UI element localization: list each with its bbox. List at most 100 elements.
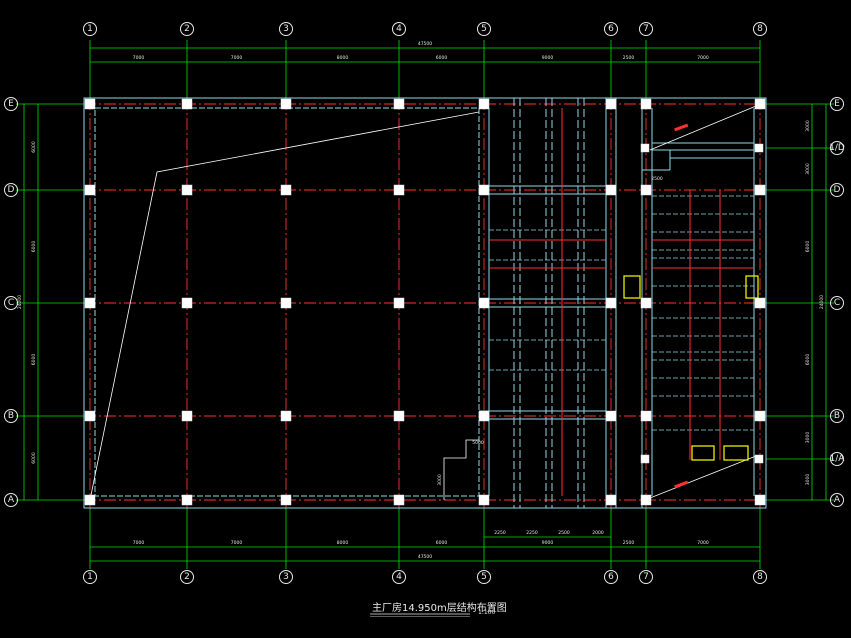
dim-top-seg-1: 7000 bbox=[231, 55, 243, 61]
dim-bottom-seg-1: 7000 bbox=[231, 540, 243, 546]
extension-lines bbox=[16, 40, 834, 569]
axis-bubble-left-B: B bbox=[4, 409, 18, 423]
axis-bubble-right-B: B bbox=[830, 409, 844, 423]
axis-bubble-bottom-6: 6 bbox=[604, 570, 618, 584]
column-2B bbox=[181, 410, 193, 422]
column-1E bbox=[84, 98, 96, 110]
column-6B bbox=[605, 410, 617, 422]
axis-bubble-left-A: A bbox=[4, 493, 18, 507]
dim-right-seg-5: 3000 bbox=[805, 474, 811, 486]
column-6E bbox=[605, 98, 617, 110]
axis-bubble-right-E: E bbox=[830, 97, 844, 111]
dim-interior-1: 3000 bbox=[437, 474, 443, 486]
axis-bubble-bottom-4-circle bbox=[392, 570, 406, 584]
axis-bubble-left-E-circle bbox=[4, 97, 18, 111]
column-4E bbox=[393, 98, 405, 110]
axis-bubble-left-E-label: E bbox=[8, 99, 14, 109]
dim-right-seg-4: 3000 bbox=[805, 432, 811, 444]
axis-bubble-top-3: 3 bbox=[279, 22, 293, 36]
axis-bubble-top-4-label: 4 bbox=[396, 24, 402, 34]
column-7A bbox=[640, 494, 652, 506]
axis-bubble-top-4: 4 bbox=[392, 22, 406, 36]
dim-left-seg-3: 6000 bbox=[31, 452, 37, 464]
axis-bubble-bottom-3-label: 3 bbox=[283, 572, 289, 582]
highlighted-openings bbox=[623, 275, 759, 461]
axis-bubble-left-C-label: C bbox=[8, 298, 14, 308]
axis-bubble-bottom-1-label: 1 bbox=[87, 572, 93, 582]
column-2D bbox=[181, 184, 193, 196]
axis-bubble-right-D-circle bbox=[830, 183, 844, 197]
axis-bubble-top-7-label: 7 bbox=[643, 24, 649, 34]
axis-bubble-top-1-circle bbox=[83, 22, 97, 36]
axis-bubble-right-E-label: E bbox=[834, 99, 840, 109]
column-1C bbox=[84, 297, 96, 309]
column-6A bbox=[605, 494, 617, 506]
axis-bubble-right-E-circle bbox=[830, 97, 844, 111]
axis-bubble-top-3-circle bbox=[279, 22, 293, 36]
axis-bubble-bottom-2-label: 2 bbox=[184, 572, 190, 582]
axis-bubble-bottom-2: 2 bbox=[180, 570, 194, 584]
column-8B bbox=[754, 410, 766, 422]
axis-bubble-bottom-4-label: 4 bbox=[396, 572, 402, 582]
column-7D bbox=[640, 184, 652, 196]
axis-bubble-right-C: C bbox=[830, 296, 844, 310]
axis-bubble-right-D-label: D bbox=[834, 185, 841, 195]
dimension-lines bbox=[23, 47, 827, 562]
column-5C bbox=[478, 297, 490, 309]
column-5A bbox=[478, 494, 490, 506]
axis-bubble-bottom-5-label: 5 bbox=[481, 572, 487, 582]
axis-bubble-right-1-D: 1/D bbox=[829, 141, 845, 155]
secondary-beams bbox=[489, 108, 754, 496]
column-8D bbox=[754, 184, 766, 196]
dim-right-seg-2: 6000 bbox=[805, 241, 811, 253]
dim-bottom-seg-5: 2500 bbox=[623, 540, 635, 546]
axis-bubble-right-C-circle bbox=[830, 296, 844, 310]
dim-top-seg-4: 9000 bbox=[542, 55, 554, 61]
axis-bubble-top-1-label: 1 bbox=[87, 24, 93, 34]
column-5E bbox=[478, 98, 490, 110]
dim-bottom-seg-2: 8000 bbox=[337, 540, 349, 546]
column-3A bbox=[280, 494, 292, 506]
dim-right-seg-3: 6000 bbox=[805, 354, 811, 366]
column-7E bbox=[640, 98, 652, 110]
column-3B bbox=[280, 410, 292, 422]
dim-top-seg-0: 7000 bbox=[133, 55, 145, 61]
dim-bottom-overall: 47500 bbox=[418, 554, 432, 560]
diagonal-lines bbox=[89, 105, 757, 501]
axis-bubble-right-C-label: C bbox=[834, 298, 840, 308]
axis-bubble-bottom-1: 1 bbox=[83, 570, 97, 584]
dimension-texts: 47500 7000 7000 8000 6000 9000 2500 7000 47500 70… bbox=[17, 41, 825, 560]
axis-bubble-top-2-label: 2 bbox=[184, 24, 190, 34]
dim-bottom-sub-3: 2000 bbox=[592, 530, 604, 536]
column-2E bbox=[181, 98, 193, 110]
axis-bubble-left-C: C bbox=[4, 296, 18, 310]
axis-bubble-top-5-label: 5 bbox=[481, 24, 487, 34]
column-3C bbox=[280, 297, 292, 309]
axis-bubble-left-E: E bbox=[4, 97, 18, 111]
axis-bubble-top-2: 2 bbox=[180, 22, 194, 36]
column-1D bbox=[84, 184, 96, 196]
axis-bubble-top-3-label: 3 bbox=[283, 24, 289, 34]
axis-bubble-top-4-circle bbox=[392, 22, 406, 36]
column-5B bbox=[478, 410, 490, 422]
axis-bubble-bottom-8-label: 8 bbox=[757, 572, 763, 582]
dim-bottom-seg-4: 9000 bbox=[542, 540, 554, 546]
drawing-scale: 1:100 bbox=[478, 609, 495, 616]
axis-bubble-top-1: 1 bbox=[83, 22, 97, 36]
axis-bubble-right-1-A-label: 1/A bbox=[830, 454, 846, 464]
axis-bubble-right-A-label: A bbox=[834, 495, 841, 505]
column-markers bbox=[84, 98, 766, 506]
dim-left-overall: 24000 bbox=[17, 295, 23, 309]
axis-bubble-left-D-circle bbox=[4, 183, 18, 197]
axis-bubble-right-B-circle bbox=[830, 409, 844, 423]
axis-bubble-top-6-circle bbox=[604, 22, 618, 36]
dim-right-seg-0: 3000 bbox=[805, 120, 811, 132]
column-3D bbox=[280, 184, 292, 196]
axis-bubble-right-1-D-circle bbox=[830, 141, 844, 155]
dim-top-overall: 47500 bbox=[418, 41, 432, 47]
dim-top-seg-6: 7000 bbox=[697, 55, 709, 61]
axis-bubble-bottom-8-circle bbox=[753, 570, 767, 584]
axis-bubble-top-5-circle bbox=[477, 22, 491, 36]
axis-bubble-left-D-label: D bbox=[8, 185, 15, 195]
